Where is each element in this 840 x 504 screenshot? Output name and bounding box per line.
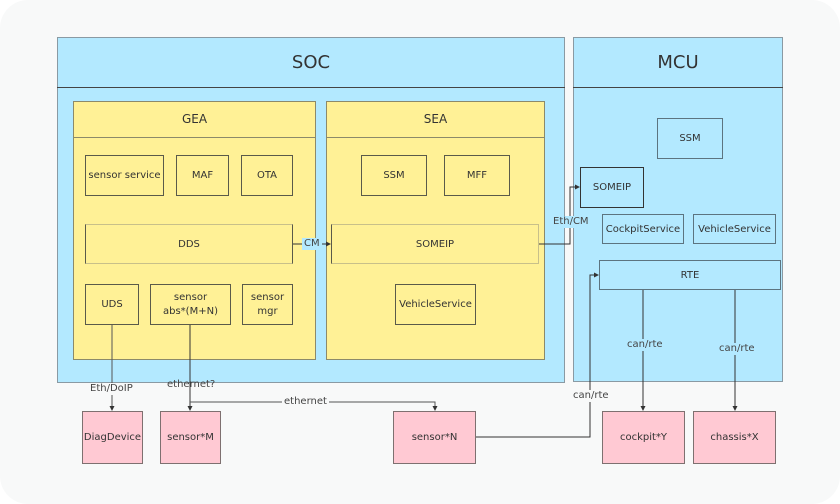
sensor-abs-label-line2: abs*(M+N) <box>163 305 218 317</box>
ota-label: OTA <box>256 170 278 181</box>
sensor-n-label: sensor*N <box>411 432 458 443</box>
sea-title: SEA <box>423 112 448 126</box>
mcu-vehicle-service-box[interactable]: VehicleService <box>693 214 776 244</box>
sea-someip-label: SOMEIP <box>415 238 455 250</box>
dds-box[interactable]: DDS <box>85 224 293 264</box>
sea-ssm-box[interactable]: SSM <box>361 155 427 196</box>
sensor-m-label: sensor*M <box>167 432 214 443</box>
sea-vehicle-service-box[interactable]: VehicleService <box>395 284 476 325</box>
can-rte-chassis-label: can/rte <box>717 343 757 355</box>
maf-box[interactable]: MAF <box>176 155 229 196</box>
mcu-ssm-label: SSM <box>679 133 701 144</box>
eth-doip-label: Eth/DoIP <box>88 383 135 395</box>
cockpit-box[interactable]: cockpit*Y <box>602 411 685 464</box>
eth-cm-label: Eth/CM <box>551 216 591 228</box>
gea-container <box>73 101 316 360</box>
uds-box[interactable]: UDS <box>85 284 139 325</box>
sensor-service-label: sensor service <box>88 170 161 181</box>
sea-someip-box[interactable]: SOMEIP <box>331 224 539 264</box>
maf-label: MAF <box>191 170 214 181</box>
mcu-ssm-box[interactable]: SSM <box>657 118 723 159</box>
sensor-abs-box[interactable]: sensor abs*(M+N) <box>150 284 231 325</box>
sensor-n-box[interactable]: sensor*N <box>393 411 476 464</box>
sensor-mgr-label-line2: mgr <box>257 305 278 317</box>
gea-title: GEA <box>181 112 208 126</box>
ota-box[interactable]: OTA <box>241 155 293 196</box>
diag-device-label: DiagDevice <box>83 432 142 443</box>
dds-label: DDS <box>178 238 200 250</box>
mcu-title: MCU <box>657 51 699 73</box>
sea-vehicle-service-label: VehicleService <box>399 299 472 310</box>
mcu-container <box>573 37 783 382</box>
sensor-mgr-box[interactable]: sensor mgr <box>242 284 293 325</box>
chassis-box[interactable]: chassis*X <box>693 411 776 464</box>
rte-box[interactable]: RTE <box>599 260 781 290</box>
ethernet-q-label: ethernet? <box>167 379 216 390</box>
soc-header: SOC <box>57 37 565 88</box>
sensor-m-box[interactable]: sensor*M <box>160 411 221 464</box>
sensor-service-box[interactable]: sensor service <box>85 155 164 196</box>
sea-ssm-label: SSM <box>383 170 405 181</box>
mff-label: MFF <box>466 170 488 181</box>
can-rte-sensor-label: can/rte <box>571 390 611 402</box>
mcu-header: MCU <box>573 37 783 88</box>
ethernet-label: ethernet <box>282 396 329 408</box>
mff-box[interactable]: MFF <box>444 155 510 196</box>
cockpit-label: cockpit*Y <box>619 432 668 443</box>
soc-title: SOC <box>291 51 331 73</box>
mcu-vehicle-service-label: VehicleService <box>698 223 771 235</box>
mcu-someip-box[interactable]: SOMEIP <box>580 167 644 208</box>
rte-label: RTE <box>680 269 700 281</box>
cockpit-service-label: CockpitService <box>605 223 681 235</box>
sensor-mgr-label-line1: sensor <box>250 291 285 303</box>
chassis-label: chassis*X <box>710 432 759 443</box>
gea-header: GEA <box>73 101 316 138</box>
cockpit-service-box[interactable]: CockpitService <box>602 214 684 244</box>
diag-device-box[interactable]: DiagDevice <box>82 411 143 464</box>
mcu-someip-label: SOMEIP <box>592 182 632 193</box>
cm-label: CM <box>302 238 322 250</box>
can-rte-cockpit-label: can/rte <box>625 339 665 351</box>
sea-header: SEA <box>326 101 545 138</box>
sensor-abs-label-line1: sensor <box>173 291 208 303</box>
uds-label: UDS <box>101 299 123 310</box>
